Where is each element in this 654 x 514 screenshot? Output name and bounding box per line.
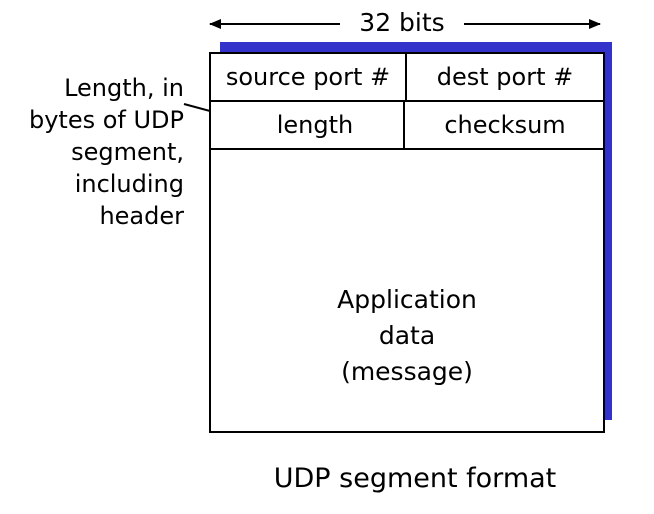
width-label: 32 bits: [340, 8, 464, 38]
field-source-port: source port #: [211, 54, 407, 100]
annotation-line: Length, in: [64, 74, 184, 102]
row-divider-1: [211, 100, 603, 102]
annotation-line: header: [99, 202, 184, 230]
payload-area: Application data (message): [211, 282, 603, 390]
segment-box: source port # dest port # length checksu…: [209, 52, 605, 433]
payload-line: (message): [341, 357, 473, 386]
row-divider-2: [211, 148, 603, 150]
field-length: length: [211, 102, 405, 148]
diagram-caption: UDP segment format: [273, 463, 557, 494]
field-checksum: checksum: [444, 111, 566, 139]
length-annotation: Length, in bytes of UDP segment, includi…: [4, 72, 184, 232]
payload-line: data: [378, 321, 436, 350]
field-dest-port: dest port #: [436, 63, 574, 91]
annotation-line: segment,: [71, 138, 184, 166]
annotation-line: bytes of UDP: [28, 106, 184, 134]
payload-line: Application: [337, 285, 477, 314]
annotation-line: including: [74, 170, 184, 198]
